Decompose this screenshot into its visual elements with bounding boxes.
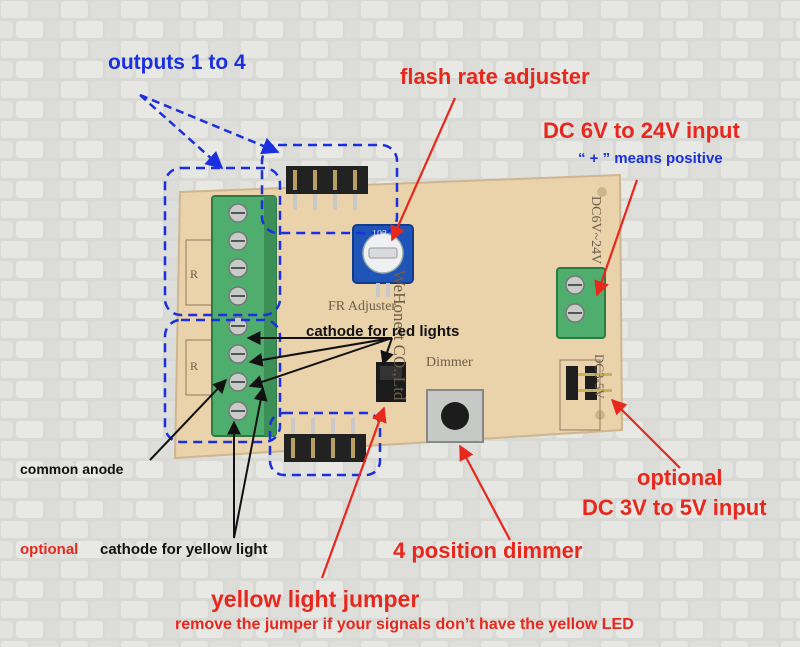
annotation-arrow [149,331,394,539]
label-jumper-title: yellow light jumper [211,586,420,612]
mounting-hole [597,187,607,197]
label-optional-input-line2: DC 3V to 5V input [582,495,767,520]
label-optional: optional [20,541,79,558]
label-outputs: outputs 1 to 4 [108,51,246,74]
silk-fr-adjuster: FR Adjuster [328,299,397,314]
silk-r-mark: R [190,267,199,281]
annotation-arrow [320,97,681,579]
label-common-anode: common anode [20,461,124,477]
pcb-board [173,173,624,460]
silk-outline [559,359,601,431]
pin-header-icon [286,166,368,210]
silk-r-mark: R [190,359,199,373]
silk-dimmer: Dimmer [426,355,473,370]
push-button-icon [426,389,484,443]
pin-header-icon [284,418,366,462]
label-dimmer: 4 position dimmer [393,538,583,563]
label-cathode-yellow: cathode for yellow light [100,541,268,558]
label-jumper-note: remove the jumper if your signals don’t … [175,616,634,633]
label-positive-note: “ + ” means positive [578,150,723,167]
label-optional-input-line1: optional [637,465,723,490]
silk-input-low: DC3-5V [592,354,607,399]
screw-icon [228,203,248,421]
label-flash-rate: flash rate adjuster [400,64,590,89]
power-terminal-block [556,267,606,339]
pin-header-icon [566,366,612,400]
outputs-arrow [139,93,280,170]
jumper-icon [376,362,406,402]
label-cathode-red: cathode for red lights [306,323,460,340]
silk-pot-code: 103 [372,229,387,240]
label-dc-input: DC 6V to 24V input [543,118,740,143]
group-outline [163,143,399,477]
silk-input-high: DC6V~24V [588,196,603,265]
